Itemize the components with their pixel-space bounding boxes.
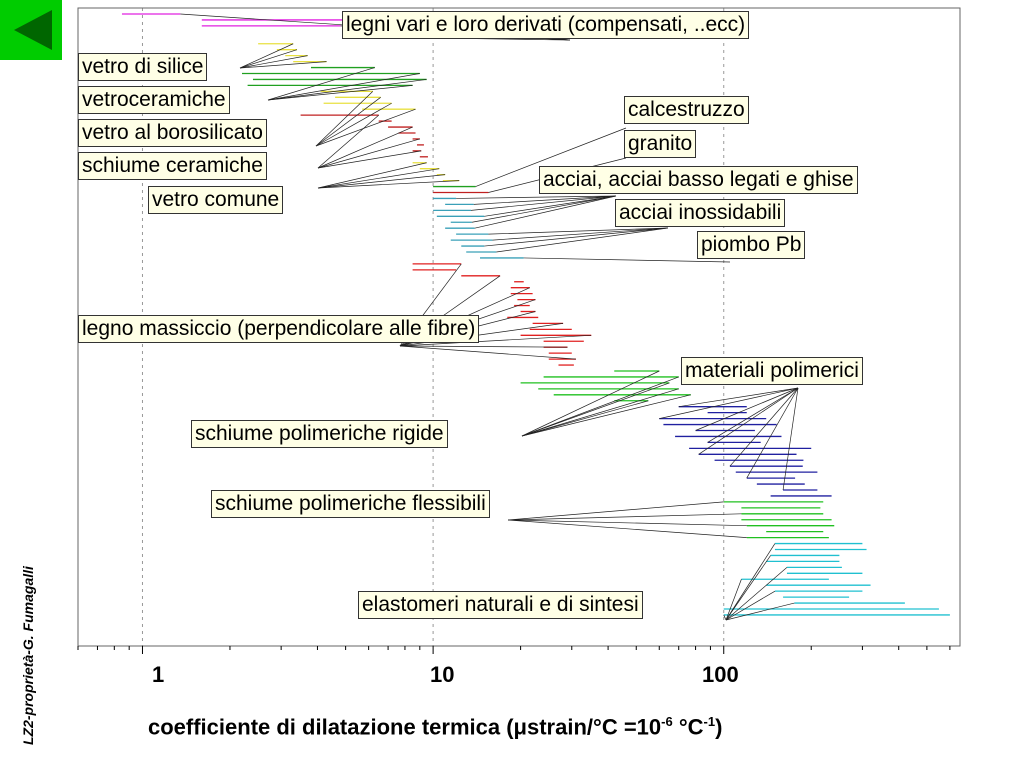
leader-line [399, 345, 568, 348]
leader-line [475, 127, 627, 187]
leader-line [267, 67, 375, 101]
label-elastomers: elastomeri naturali e di sintesi [358, 591, 643, 619]
leader-line [317, 126, 413, 169]
x-tick-label: 100 [702, 662, 739, 687]
label-ceramicfoam: schiume ceramiche [78, 152, 267, 180]
leader-line [521, 376, 679, 437]
leader-line [507, 513, 742, 521]
leader-line [399, 345, 576, 360]
x-tick-label: 1 [152, 662, 165, 687]
back-button[interactable] [0, 0, 62, 60]
leader-line [317, 180, 460, 189]
leader-line [746, 387, 799, 479]
label-rigidfoam: schiume polimeriche rigide [191, 420, 448, 448]
leader-line [484, 195, 617, 217]
leader-line [521, 388, 679, 437]
leader-line [315, 102, 392, 147]
leader-line [782, 387, 799, 491]
label-polymers: materiali polimerici [681, 357, 863, 385]
leader-line [707, 387, 799, 443]
leader-line [725, 567, 788, 621]
leader-line [474, 195, 617, 229]
leader-line [725, 579, 742, 621]
label-stainless: acciai inossidabili [615, 199, 786, 227]
leader-line [317, 174, 446, 189]
leader-line [521, 394, 691, 437]
leader-line [507, 501, 724, 521]
leader-line [695, 387, 799, 431]
leader-line [239, 49, 298, 69]
leader-line [698, 387, 799, 455]
label-solidwood: legno massiccio (perpendicolare alle fib… [78, 315, 480, 343]
leader-line [315, 91, 374, 147]
leader-line [317, 138, 420, 169]
leader-line [456, 195, 617, 199]
leader-line [239, 55, 308, 69]
label-wood: legni vari e loro derivati (compensati, … [342, 11, 750, 39]
leader-line [521, 400, 649, 437]
label-steels: acciai, acciai basso legati e ghise [539, 166, 858, 194]
leader-line [267, 79, 427, 101]
label-borosilicate: vetro al borosilicato [78, 119, 267, 147]
leader-line [399, 334, 592, 347]
leader-line [521, 382, 670, 437]
leader-line [725, 602, 795, 621]
leader-line [488, 227, 669, 235]
x-tick-label: 10 [430, 662, 455, 687]
leader-line [471, 195, 617, 223]
label-silica: vetro di silice [78, 53, 208, 81]
leader-line [317, 114, 379, 169]
leader-line [729, 387, 799, 467]
leader-line [507, 519, 747, 527]
label-vitroceramics: vetroceramiche [78, 86, 230, 114]
leader-line [521, 370, 660, 437]
leader-line [239, 61, 327, 69]
label-granite: granito [624, 130, 697, 158]
leader-line [659, 387, 799, 419]
leader-line [470, 195, 617, 211]
leader-line [317, 168, 440, 189]
label-lead: piombo Pb [697, 231, 806, 259]
label-concrete: calcestruzzo [624, 96, 749, 124]
leader-line [267, 85, 413, 101]
leader-line [473, 195, 617, 205]
leader-line [315, 97, 381, 147]
leader-line [317, 150, 422, 169]
leader-line [523, 257, 731, 263]
leader-line [492, 227, 669, 241]
leader-line [267, 73, 420, 101]
leader-line [484, 227, 669, 247]
leader-line [317, 162, 427, 189]
leader-line [725, 590, 776, 621]
label-flexfoam: schiume polimeriche flessibili [211, 490, 490, 518]
leader-line [507, 519, 747, 538]
x-axis-label: coefficiente di dilatazione termica (μst… [148, 714, 723, 740]
leader-line [678, 387, 799, 408]
triangle-left-icon [14, 10, 52, 50]
leader-line [315, 108, 416, 147]
leader-line [725, 555, 771, 621]
leader-line [725, 543, 776, 621]
leader-line [239, 43, 294, 69]
leader-line [496, 227, 669, 253]
leader-line [723, 614, 727, 621]
author-credit: LZ2-proprietà-G. Fumagalli [20, 566, 36, 745]
label-commonglass: vetro comune [148, 186, 284, 214]
